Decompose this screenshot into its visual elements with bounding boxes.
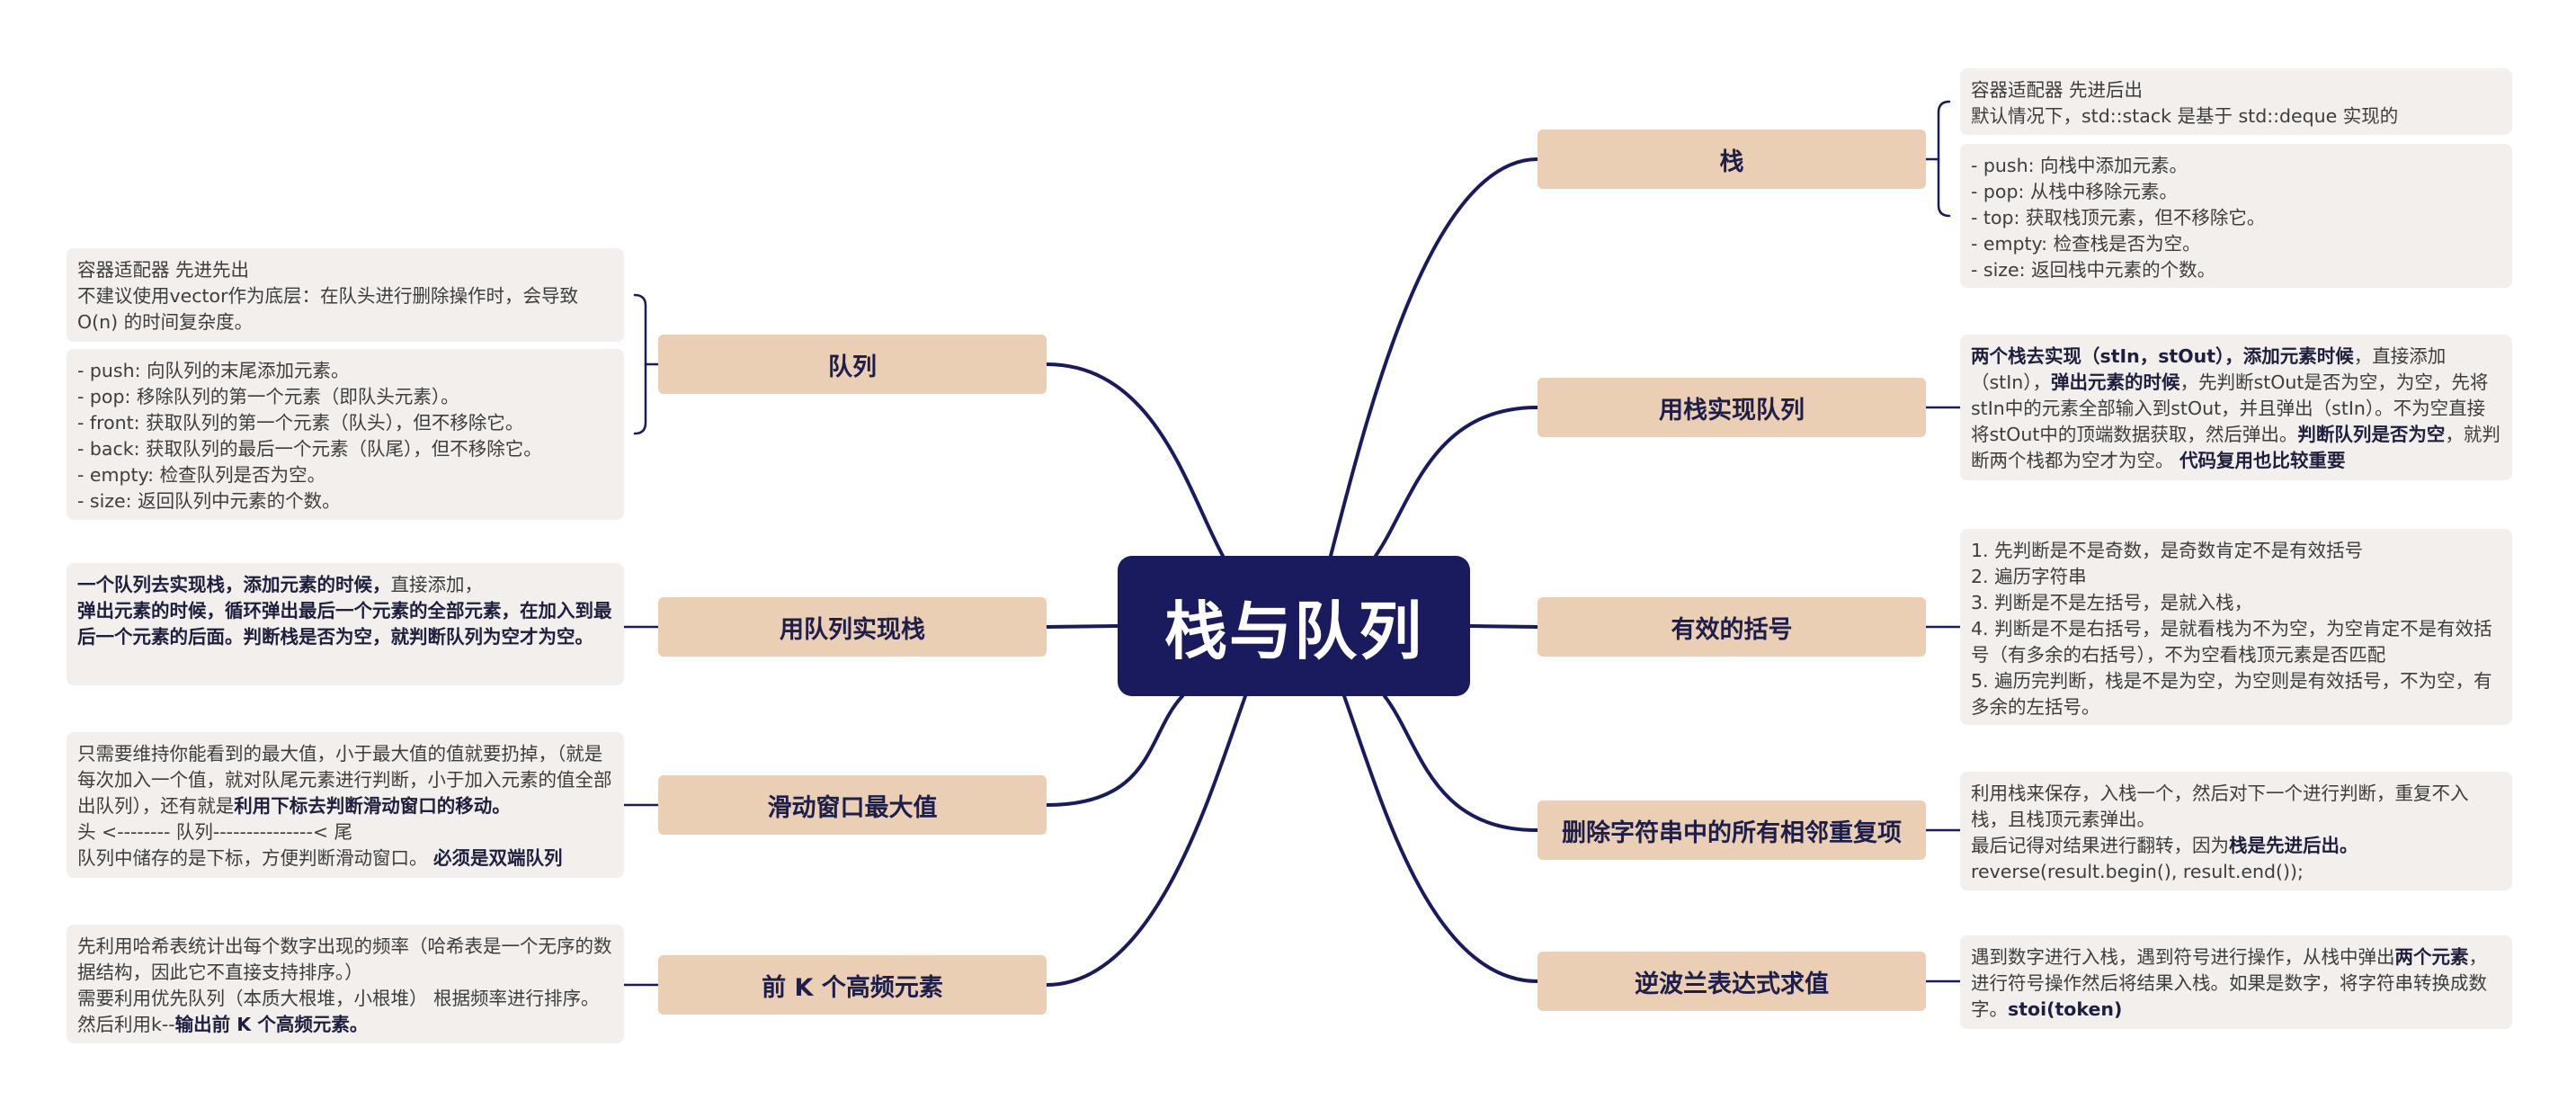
note-run: ，先判断stOut是否为空，为空，先将stIn中的元素全部输入到stOut，并且… — [1971, 371, 2489, 445]
note-line: - size: 返回栈中元素的个数。 — [1971, 259, 2216, 281]
note-line: 1. 先判断是不是奇数，是奇数肯定不是有效括号 — [1971, 540, 2364, 561]
note-line: - push: 向队列的末尾添加元素。 — [77, 360, 350, 381]
note-line: 4. 判断是不是右括号，是就看栈为不为空，为空肯定不是有效括号（有多余的右括号）… — [1971, 618, 2492, 666]
note-bold-run: 添加元素时候 — [2242, 345, 2354, 367]
topic-label: 队列 — [828, 353, 877, 381]
root-connector — [1045, 694, 1247, 987]
note-run: 只需要维持你能看到的最大值，小于最大值的值就要扔掉，（就是每次加入一个值，就对队… — [77, 743, 612, 817]
root-connector — [1045, 694, 1184, 807]
note-bold-run: 代码复用也比较重要 — [2179, 450, 2346, 471]
note-line: 5. 遍历完判断，栈是不是为空，为空则是有效括号，不为空，有多余的左括号。 — [1971, 670, 2492, 718]
topic-label: 滑动窗口最大值 — [767, 793, 938, 822]
note-bold-run: 弹出元素的时候，循环弹出最后一个元素的全部元素，在加入到最后一个元素的后面。判断… — [77, 600, 612, 648]
note-line: - front: 获取队列的第一个元素（队头），但不移除它。 — [77, 412, 524, 434]
note-bold-run: 两个元素 — [2394, 946, 2469, 968]
note-line: - pop: 移除队列的第一个元素（即队头元素）。 — [77, 386, 459, 407]
note-line: - top: 获取栈顶元素，但不移除它。 — [1971, 207, 2266, 228]
note-line: 容器适配器 先进后出 — [1971, 79, 2144, 101]
note-bold-run: 弹出元素的时候 — [2051, 371, 2180, 393]
note-text: 两个栈去实现（stIn，stOut），添加元素时候，直接添加（stIn），弹出元… — [1971, 345, 2500, 471]
note-line: - back: 获取队列的最后一个元素（队尾），但不移除它。 — [77, 438, 542, 460]
note-text: 利用栈来保存，入栈一个，然后对下一个进行判断，重复不入栈，且栈顶元素弹出。最后记… — [1971, 783, 2469, 882]
note-text: 只需要维持你能看到的最大值，小于最大值的值就要扔掉，（就是每次加入一个值，就对队… — [77, 743, 612, 869]
note-line: 默认情况下，std::stack 是基于 std::deque 实现的 — [1971, 105, 2399, 127]
note-stack-intro: 容器适配器 先进后出 默认情况下，std::stack 是基于 std::deq… — [1960, 68, 2512, 135]
note-run: ，就判断两个栈都为空才为空。 — [1971, 424, 2500, 471]
topic-queue-by-stack[interactable]: 用栈实现队列 — [1538, 378, 1926, 437]
note-run: 头 <-------- 队列---------------< 尾 — [77, 821, 353, 843]
root-title: 栈与队列 — [1164, 594, 1423, 668]
note-run: ，进行符号操作然后将结果入栈。如果是数字，将字符串转换成数字。 — [1971, 946, 2487, 1020]
note-run: 最后记得对结果进行翻转，因为 — [1971, 835, 2229, 856]
note-text: 一个队列去实现栈，添加元素的时候，直接添加， 弹出元素的时候，循环弹出最后一个元素… — [77, 574, 612, 648]
note-line: 2. 遍历字符串 — [1971, 566, 2087, 587]
note-bold-run: 利用下标去判断滑动窗口的移动。 — [234, 795, 511, 817]
topic-sliding-window[interactable]: 滑动窗口最大值 — [658, 775, 1047, 835]
note-run: 利用栈来保存，入栈一个，然后对下一个进行判断，重复不入栈，且栈顶元素弹出。 — [1971, 783, 2469, 830]
note-line: 容器适配器 先进先出 — [77, 259, 250, 281]
root-connector — [1374, 406, 1539, 558]
note-queue-intro: 容器适配器 先进先出 不建议使用vector作为底层：在队头进行删除操作时，会导… — [67, 248, 624, 342]
note-bold-run: 两个栈去实现（stIn，stOut）， — [1971, 345, 2243, 367]
topic-brackets[interactable]: 有效的括号 — [1538, 597, 1926, 657]
note-brackets: 1. 先判断是不是奇数，是奇数肯定不是有效括号 2. 遍历字符串 3. 判断是不… — [1960, 529, 2512, 725]
note-top-k: 先利用哈希表统计出每个数字出现的频率（哈希表是一个无序的数据结构，因此它不直接支… — [67, 925, 624, 1043]
note-bracket — [633, 293, 647, 435]
note-run: reverse(result.begin(), result.end()); — [1971, 861, 2304, 882]
topic-rpn[interactable]: 逆波兰表达式求值 — [1538, 952, 1926, 1011]
note-bold-run: 输出前 K 个高频元素。 — [174, 1014, 369, 1035]
topic-label: 有效的括号 — [1671, 615, 1793, 644]
note-text: 先利用哈希表统计出每个数字出现的频率（哈希表是一个无序的数据结构，因此它不直接支… — [77, 935, 612, 1035]
root-connector — [1383, 694, 1539, 832]
note-sliding-window: 只需要维持你能看到的最大值，小于最大值的值就要扔掉，（就是每次加入一个值，就对队… — [67, 732, 624, 878]
note-text: 遇到数字进行入栈，遇到符号进行操作，从栈中弹出两个元素，进行符号操作然后将结果入… — [1971, 946, 2487, 1020]
topic-label: 删除字符串中的所有相邻重复项 — [1562, 818, 1902, 847]
topic-top-k[interactable]: 前 K 个高频元素 — [658, 955, 1047, 1015]
note-bold-run: 一个队列去实现栈，添加元素的时候， — [77, 574, 391, 595]
root-connector — [1045, 362, 1225, 558]
note-line: - size: 返回队列中元素的个数。 — [77, 490, 341, 512]
note-bold-run: 栈是先进后出。 — [2229, 835, 2358, 856]
root-node[interactable]: 栈与队列 — [1118, 556, 1470, 696]
note-bold-run: 判断队列是否为空 — [2297, 424, 2446, 445]
root-connector — [1329, 157, 1539, 558]
note-queue-ops: - push: 向队列的末尾添加元素。 - pop: 移除队列的第一个元素（即队… — [67, 349, 624, 520]
note-bracket — [1937, 100, 1951, 218]
note-run: 先利用哈希表统计出每个数字出现的频率（哈希表是一个无序的数据结构，因此它不直接支… — [77, 935, 612, 983]
topic-label: 前 K 个高频元素 — [762, 973, 943, 1002]
topic-stack-by-queue[interactable]: 用队列实现栈 — [658, 597, 1047, 657]
note-run: 遇到数字进行入栈，遇到符号进行操作，从栈中弹出 — [1971, 946, 2395, 968]
note-queue-by-stack: 两个栈去实现（stIn，stOut），添加元素时候，直接添加（stIn），弹出元… — [1960, 335, 2512, 480]
note-dedup: 利用栈来保存，入栈一个，然后对下一个进行判断，重复不入栈，且栈顶元素弹出。最后记… — [1960, 772, 2512, 890]
topic-label: 用队列实现栈 — [780, 615, 925, 644]
note-rpn: 遇到数字进行入栈，遇到符号进行操作，从栈中弹出两个元素，进行符号操作然后将结果入… — [1960, 935, 2512, 1029]
note-bold-run: stoi(token) — [2008, 998, 2123, 1020]
topic-label: 用栈实现队列 — [1659, 396, 1805, 425]
root-connector — [1045, 624, 1119, 629]
note-line: - push: 向栈中添加元素。 — [1971, 155, 2188, 176]
note-line: - empty: 检查栈是否为空。 — [1971, 233, 2201, 255]
note-stack-ops: - push: 向栈中添加元素。 - pop: 从栈中移除元素。 - top: … — [1960, 144, 2512, 288]
note-run: ，直接添加（stIn）， — [1971, 345, 2447, 393]
note-bold-run: 必须是双端队列 — [433, 847, 563, 869]
note-line: 3. 判断是不是左括号，是就入栈， — [1971, 592, 2253, 613]
note-line: 不建议使用vector作为底层：在队头进行删除操作时，会导致 O(n) 的时间复… — [77, 285, 579, 333]
topic-stack[interactable]: 栈 — [1538, 130, 1926, 189]
root-connector — [1468, 624, 1539, 629]
note-stack-by-queue: 一个队列去实现栈，添加元素的时候，直接添加， 弹出元素的时候，循环弹出最后一个元素… — [67, 563, 624, 685]
note-run: 直接添加， — [390, 574, 484, 595]
note-line: - pop: 从栈中移除元素。 — [1971, 181, 2178, 202]
topic-label: 逆波兰表达式求值 — [1635, 970, 1829, 998]
root-connector — [1342, 694, 1539, 983]
topic-label: 栈 — [1719, 148, 1744, 176]
note-run: 需要利用优先队列（本质大根堆，小根堆） 根据频率进行排序。然后利用k-- — [77, 988, 600, 1035]
note-run: 队列中储存的是下标，方便判断滑动窗口。 — [77, 847, 434, 869]
topic-dedup[interactable]: 删除字符串中的所有相邻重复项 — [1538, 800, 1926, 860]
topic-queue[interactable]: 队列 — [658, 335, 1047, 394]
note-line: - empty: 检查队列是否为空。 — [77, 464, 326, 486]
